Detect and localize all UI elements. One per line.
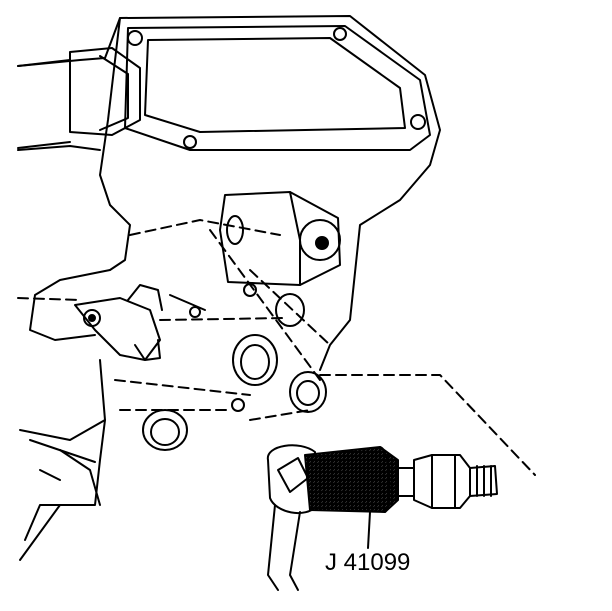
stippled-sleeve [304,446,399,513]
threaded-adapter [397,454,498,509]
hex-fitting [17,47,141,149]
engine-housing [17,15,441,561]
coolant-ports [142,283,327,451]
sensor-block [219,191,341,286]
hidden-lines [17,219,536,476]
leader-line [367,511,371,549]
sensor-bracket [74,284,206,361]
tool-assembly [266,444,498,591]
tool-label: J 41099 [325,549,410,576]
cover-flange [124,25,431,151]
